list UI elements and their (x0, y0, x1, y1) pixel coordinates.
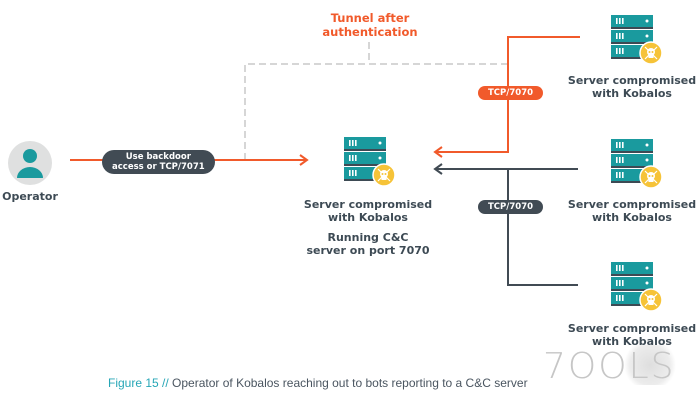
bot-label-line: with Kobalos (592, 87, 672, 100)
figure-caption: Figure 15 // Operator of Kobalos reachin… (108, 376, 528, 390)
cc-server-label: Server compromised with Kobalos Running … (298, 198, 438, 257)
caption-text: Operator of Kobalos reaching out to bots… (168, 376, 528, 390)
bot-label-line: with Kobalos (592, 335, 672, 348)
bots-to-cc-line (433, 163, 578, 286)
watermark: 7OOLS (543, 346, 676, 387)
bot-server-label: Server compromised with Kobalos (566, 74, 698, 100)
bot-server-icon (610, 261, 663, 312)
tunnel-label: Tunnel after authentication (310, 11, 430, 39)
arrow-right-icon (299, 154, 309, 166)
tunnel-label-line: authentication (322, 25, 418, 39)
cc-server-icon (343, 136, 396, 187)
tcp-7070-label-top: TCP/7070 (478, 86, 544, 100)
bot-label-line: Server compromised (567, 322, 697, 335)
bot-label-line: Server compromised (567, 198, 697, 211)
cc-server-label-line: Server compromised (303, 198, 433, 211)
cc-server-label-line: with Kobalos (328, 211, 408, 224)
operator-edge-label: Use backdoor access or TCP/7071 (102, 150, 215, 174)
cc-server-sublabel-line: Running C&C (327, 231, 409, 244)
bot-server-icon (610, 14, 663, 65)
operator-label: Operator (2, 190, 58, 203)
bot-label-line: Server compromised (567, 74, 697, 87)
cc-server-sublabel-line: server on port 7070 (306, 244, 430, 257)
user-icon (17, 167, 43, 178)
arrow-left-icon (433, 146, 443, 158)
bot-server-icon (610, 138, 663, 189)
bot-server-label: Server compromised with Kobalos (566, 322, 698, 348)
tunnel-label-line: Tunnel after (330, 11, 410, 25)
tcp-7070-label-bottom: TCP/7070 (478, 200, 544, 214)
tunnel-line (244, 42, 508, 160)
edge-label-line: access or TCP/7071 (112, 162, 205, 172)
operator-avatar (8, 141, 52, 185)
edge-label-line: Use backdoor (125, 152, 191, 162)
arrow-left-icon (433, 163, 443, 175)
bot-label-line: with Kobalos (592, 211, 672, 224)
bot-server-label: Server compromised with Kobalos (566, 198, 698, 224)
figure-number: Figure 15 // (108, 376, 169, 390)
watermark-splat (620, 345, 680, 385)
